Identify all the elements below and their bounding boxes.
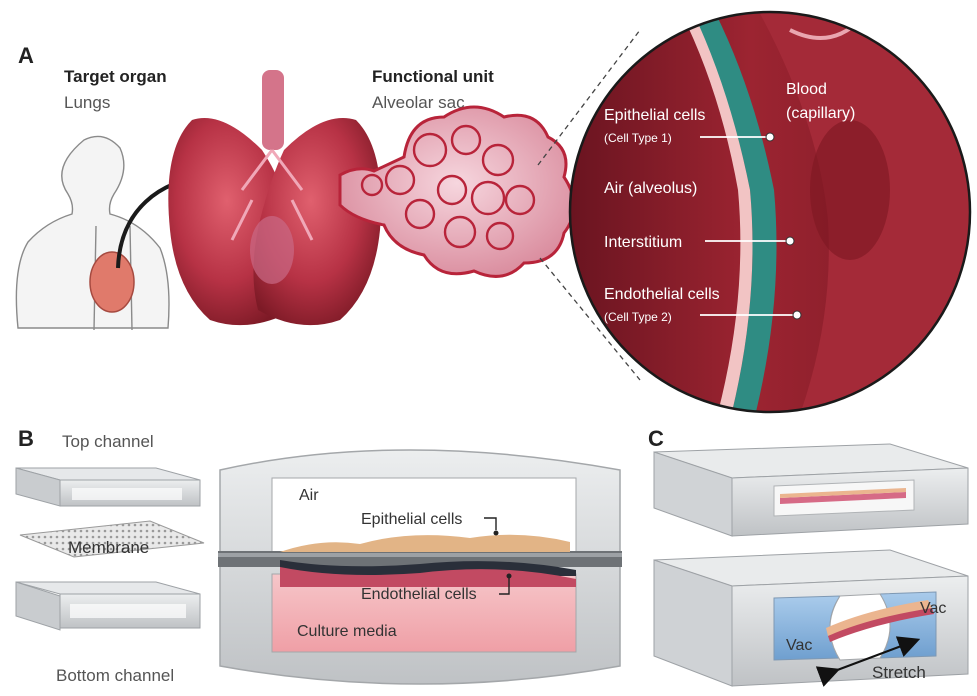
callout-endothelial: Endothelial cells: [604, 286, 720, 303]
functional-unit-title: Functional unit: [372, 67, 494, 86]
chip-endothelial-bracket: [499, 578, 510, 595]
alveolar-sac-illustration: [338, 105, 576, 278]
chip-culture-media-label: Culture media: [297, 623, 397, 640]
functional-unit-name: Alveolar sac: [372, 93, 465, 112]
callout-epithelial-sub: (Cell Type 1): [604, 131, 672, 145]
stretch-label: Stretch: [872, 663, 926, 682]
panel-c-letter: C: [648, 426, 664, 451]
callout-endothelial-sub: (Cell Type 2): [604, 310, 672, 324]
bottom-channel-piece: [15, 581, 201, 631]
chip-air-label: Air: [299, 487, 319, 504]
callout-air: Air (alveolus): [604, 180, 697, 197]
membrane-sheet: [19, 520, 205, 558]
target-organ-name: Lungs: [64, 93, 110, 112]
torso-lung-highlight: [89, 251, 135, 313]
bottom-channel-label: Bottom channel: [56, 666, 174, 685]
chip-endothelial-label: Endothelial cells: [361, 586, 477, 603]
panel-b-letter: B: [18, 426, 34, 451]
zoom-line-top: [537, 29, 641, 166]
vac-left-label: Vac: [786, 637, 812, 654]
top-channel-label: Top channel: [62, 432, 154, 451]
zoom-circle-border: [568, 10, 972, 414]
callout-blood: Blood: [786, 81, 827, 98]
chip-epithelial-bracket: [484, 517, 497, 530]
stretch-arrow: [815, 636, 921, 687]
stretch-chip-top-channel: [653, 443, 969, 537]
callout-interstitium: Interstitium: [604, 234, 682, 251]
interstitium-callout-dot: [785, 236, 795, 246]
callout-blood-sub: (capillary): [786, 105, 855, 122]
chip-epithelial-label: Epithelial cells: [361, 511, 462, 528]
human-torso-illustration: [15, 135, 170, 331]
callout-epithelial: Epithelial cells: [604, 107, 705, 124]
chip-cross-section: [218, 449, 622, 685]
endothelial-callout-dot: [792, 310, 802, 320]
chip-epithelial-dot: [493, 530, 499, 536]
panel-a-letter: A: [18, 43, 34, 68]
top-channel-piece: [15, 467, 201, 507]
vac-right-label: Vac: [920, 600, 946, 617]
epithelial-callout-dot: [765, 132, 775, 142]
chip-endothelial-dot: [506, 573, 512, 579]
alveolus-zoom-circle: [570, 12, 970, 412]
target-organ-title: Target organ: [64, 67, 167, 86]
membrane-label: Membrane: [68, 538, 149, 557]
